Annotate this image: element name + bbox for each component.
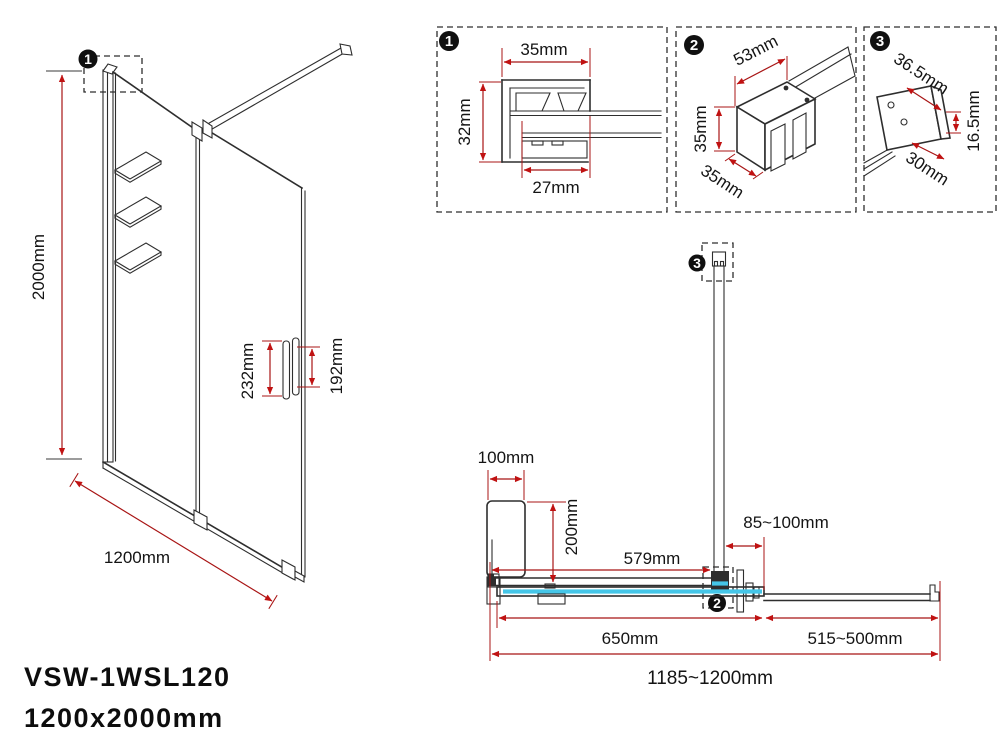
glass-panel-plan [486,576,765,605]
entry-depth-dimension: 200mm [562,499,581,556]
shelf-1 [113,151,163,183]
fixed-panel-dimension: 650mm [602,629,659,648]
detail-box-3: 3 36.5mm 16.5mm 30mm [863,26,997,213]
clamp-screw-2 [804,97,810,103]
bracket-screw-hole-1 [887,101,895,109]
plan-marker-wall-label: 3 [693,255,701,271]
detail1-dimensions: 35mm 32mm 27mm [455,40,591,197]
detail2-height-dimension: 35mm [691,105,710,152]
support-bar [191,43,353,142]
support-bar-wall-mount [339,43,353,56]
handle-front-dimension-label: 232mm [238,343,257,400]
detail1-top-dimension: 35mm [520,40,567,59]
glass-clamp-isometric [735,46,856,172]
detail3-depth-dimension: 30mm [902,148,952,190]
detail2-depth-dimension: 35mm [697,161,747,203]
detail1-marker-label: 1 [445,33,453,50]
detail3-marker-label: 3 [876,33,884,50]
support-bar-glass-clamp [191,121,203,142]
shelf-3 [113,242,163,274]
detail-box-1: 1 35mm 32mm [436,26,668,213]
front-view-marker-1-label: 1 [84,51,92,67]
rail-clamp-mid [193,509,208,531]
glass-shelves [113,151,163,274]
front-view: 2000mm 1 [29,43,353,610]
floor-clamp-plan [537,593,566,605]
shelf-2 [113,196,163,228]
wall-bracket-plan [711,251,727,267]
clamp-hook-2 [792,112,807,160]
detail-box-2: 2 53mm 35mm 35mm [675,26,857,213]
rail-clamp-end [281,559,296,581]
wall-profile-section [501,79,662,163]
overall-size: 1200x2000mm [24,703,224,733]
model-number: VSW-1WSL120 [24,662,231,692]
plan-marker-clamp-label: 2 [713,595,721,611]
detail1-callout-box [83,55,143,93]
bar-offset-dimension: 579mm [624,549,681,568]
detail1-bottom-dimension: 27mm [532,178,579,197]
telescopic-bar-plan [763,584,940,602]
detail1-side-dimension: 32mm [455,98,474,145]
title-block: VSW-1WSL120 1200x2000mm [24,662,231,733]
width-dimension: 1200mm [69,472,278,610]
front-view-marker-1: 1 [78,49,98,69]
telescopic-dimension: 515~500mm [808,629,903,648]
fixed-panel-plan [487,573,712,588]
glass-panels [111,70,306,578]
plan-view: 3 2 [478,242,941,689]
bracket-screw-hole-2 [900,118,908,126]
entry-width-dimension: 100mm [478,448,535,467]
detail3-height-dimension: 16.5mm [964,90,983,151]
entry-opening-plan [486,500,526,578]
wall-gap-dimension: 85~100mm [743,513,829,532]
handle [282,337,300,400]
clamp-screw-1 [783,85,789,91]
handle-dimensions: 232mm 192mm [238,338,346,400]
overall-dimension: 1185~1200mm [647,668,773,689]
detail2-marker-label: 2 [690,37,698,54]
clamp-hook-1 [770,123,786,172]
wall-profile [102,63,118,463]
detail3-callout-box [701,242,734,282]
plan-dimensions: 100mm 200mm 579mm 85~100mm 650mm 515~500… [478,448,941,689]
width-dimension-label: 1200mm [104,548,170,567]
detail2-length-dimension: 53mm [730,31,781,69]
height-dimension-label: 2000mm [29,234,48,300]
handle-back-dimension-label: 192mm [327,338,346,395]
